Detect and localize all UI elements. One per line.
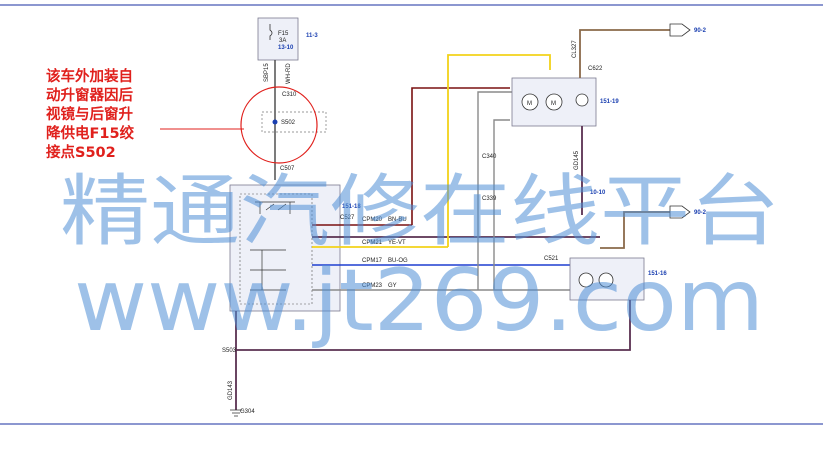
ground-symbol [230, 409, 242, 417]
circuit-cpm23: CPM23 [362, 283, 383, 289]
offpage-upper-ref: 90-2 [694, 28, 707, 34]
upper-motor-ref: 151-19 [600, 99, 619, 105]
splice-box [261, 111, 327, 133]
wire-red-riser [411, 87, 510, 225]
upper-motor-1 [521, 93, 539, 111]
circuit-gd145: GD145 [574, 150, 580, 170]
wire-gd-return [236, 300, 631, 351]
connector-s503: S503 [222, 348, 237, 354]
lower-motor-1 [578, 272, 594, 288]
circuit-gd143: GD143 [228, 380, 234, 400]
window-module-ref: 151-18 [342, 204, 361, 210]
connector-c339: C339 [482, 196, 497, 202]
watermark-line2: www.jt269.com [74, 251, 764, 351]
fuse-code: F15 [278, 31, 289, 37]
circuit-cpm23-color: GY [388, 283, 397, 289]
fuse-ref: 13-10 [278, 45, 294, 51]
splice-dot [272, 119, 278, 125]
window-module-inner [239, 193, 313, 305]
lower-motor-2 [598, 272, 614, 288]
connector-c340: C340 [482, 154, 497, 160]
wire-cl329 [600, 211, 670, 249]
offpage-lower-arrow [669, 205, 691, 219]
upper-motor-1-label: M [527, 101, 532, 107]
annotation-circle [240, 86, 318, 164]
upper-motor-2-label: M [551, 101, 556, 107]
connector-c622: C622 [588, 66, 603, 72]
upper-motor-2 [545, 93, 563, 111]
annotation-line-2: 动升窗器因后 [46, 88, 133, 104]
offpage-lower-ref: 90-2 [694, 210, 707, 216]
wire-gray-riser [477, 91, 512, 290]
circuit-cpm20: CPM20 [362, 217, 383, 223]
wire-gray-riser-2 [493, 119, 510, 290]
splice-name: S502 [281, 120, 296, 126]
circuit-sbp15: SBP15 [264, 63, 270, 82]
wire-cl327 [579, 29, 670, 78]
fuse-page-ref: 11-3 [306, 33, 318, 39]
fuse-rating: 3A [279, 38, 286, 44]
circuit-sbp15-color: WH-RD [286, 63, 292, 84]
annotation-line-3: 视镜与后窗升 [46, 107, 133, 123]
watermark-line1: 精通汽修在线平台 [60, 167, 780, 257]
circuit-cpm20-color: BN-BU [388, 217, 407, 223]
annotation-note: 该车外加装自 动升窗器因后 视镜与后窗升 降供电F15绞 接点S502 [46, 68, 166, 163]
fuse-symbol [269, 24, 273, 40]
annotation-line-5: 接点S502 [46, 145, 116, 161]
upper-heater [575, 93, 589, 107]
annotation-line-1: 该车外加装自 [46, 69, 133, 85]
circuit-cpm21: CPM21 [362, 240, 383, 246]
offpage-upper-arrow [669, 23, 691, 37]
connector-c310: C310 [282, 92, 297, 98]
circuit-cpm21-color: YE-VT [388, 240, 406, 246]
circuit-cpm17: CPM17 [362, 258, 383, 264]
wire-yellow-riser [447, 54, 551, 247]
circuit-cpm17-color: BU-OG [388, 258, 408, 264]
fuse-box [257, 17, 299, 61]
circuit-cl327: CL327 [572, 40, 578, 58]
relay-switch-bottom [250, 249, 286, 291]
connector-c521: C521 [544, 256, 559, 262]
ground-top-right-ref: 10-10 [590, 190, 606, 196]
relay-switch-top [255, 201, 295, 214]
lower-motor-ref: 151-16 [648, 271, 667, 277]
connector-c507: C507 [280, 166, 295, 172]
annotation-line-4: 降供电F15绞 [46, 126, 135, 142]
connector-c527: C527 [340, 215, 355, 221]
ground-bottom-name: G304 [240, 409, 255, 415]
